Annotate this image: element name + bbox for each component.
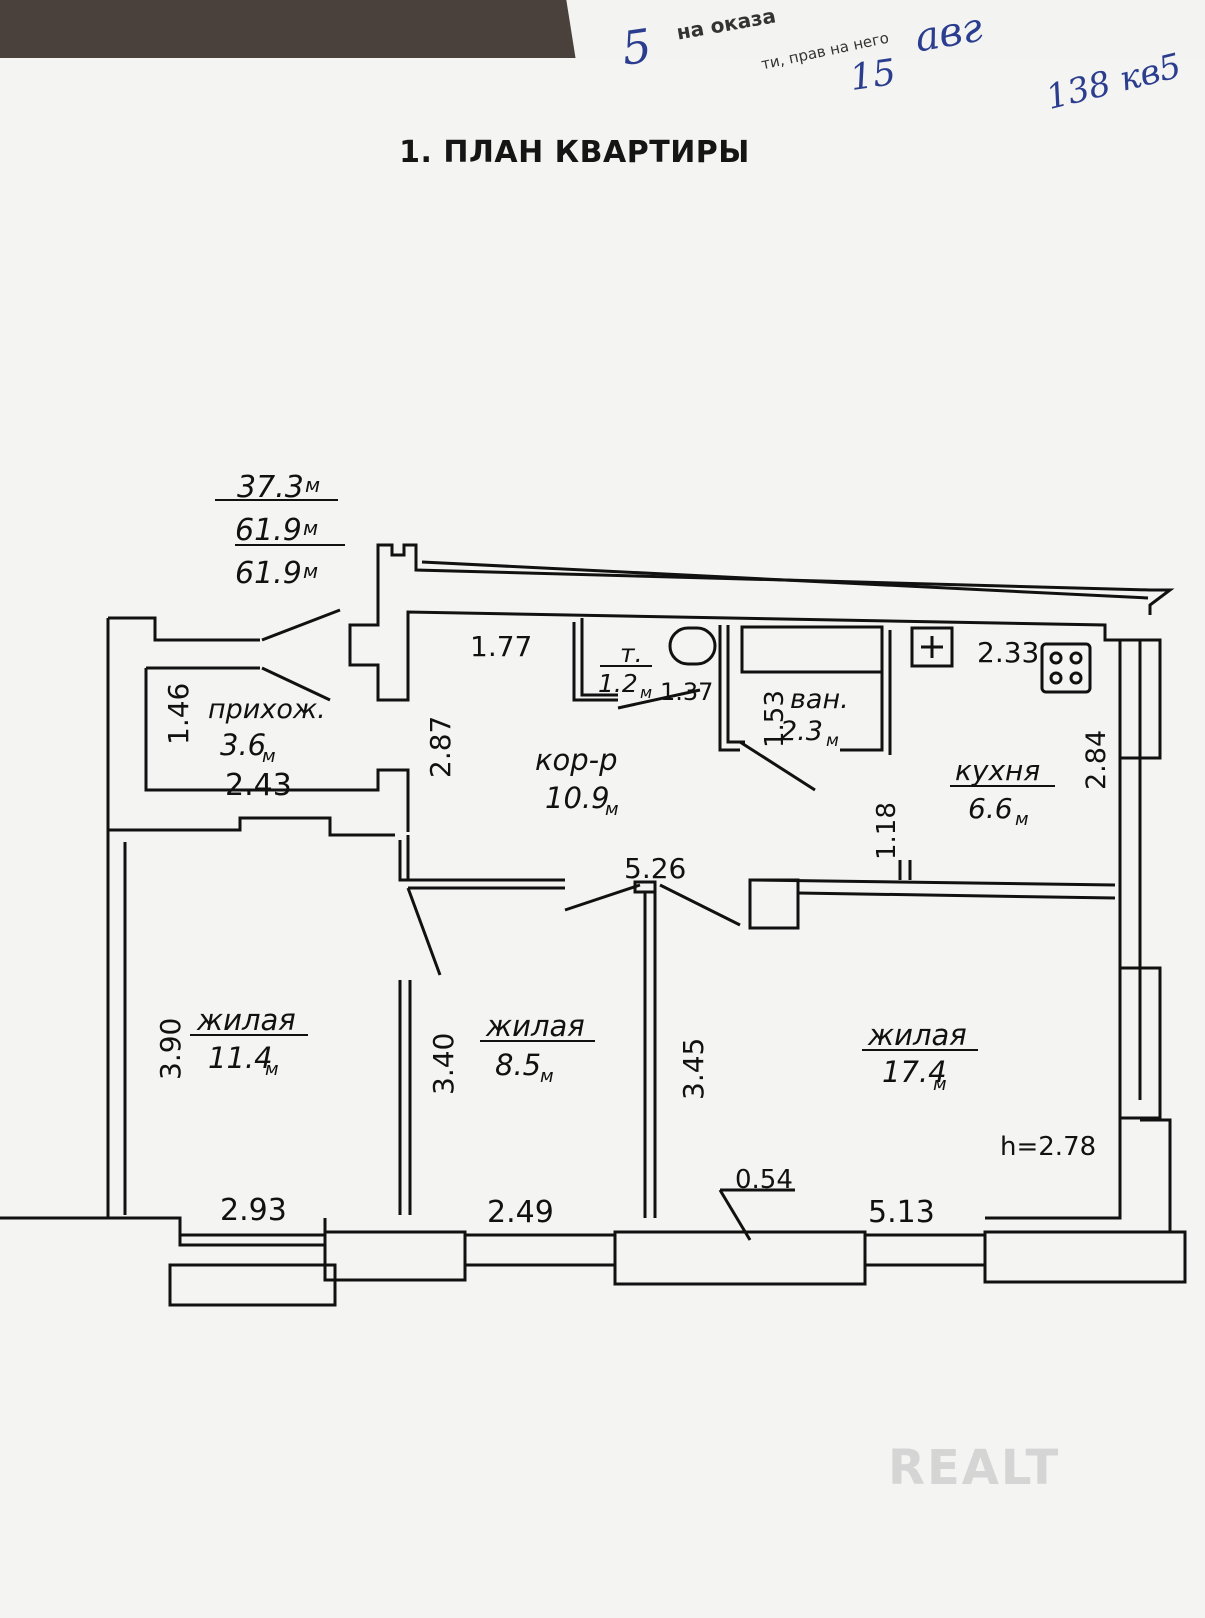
- room-unit-toilet: м: [640, 683, 652, 702]
- dim-corridor-height: 2.87: [424, 716, 457, 778]
- area-overall-unit: м: [303, 559, 318, 583]
- walls: [0, 543, 1187, 1307]
- room-labels: прихож. 3.6 м т. 1.2 м ван. 2.3 м кор-р …: [190, 639, 1055, 1095]
- room-unit-living-2: м: [540, 1066, 554, 1087]
- floor-plan-sheet: [0, 58, 1205, 1618]
- page-title: 1. ПЛАН КВАРТИРЫ: [399, 135, 750, 170]
- room-area-hall: 3.6: [220, 728, 266, 762]
- room-area-living-1: 11.4: [208, 1041, 273, 1075]
- dim-room1-height: 3.90: [154, 1018, 187, 1080]
- room-area-living-3: 17.4: [882, 1055, 947, 1089]
- dim-kitchen-gap: 1.18: [872, 802, 902, 860]
- area-summary: 37.3 м 61.9 м 61.9 м: [215, 470, 345, 591]
- room-area-toilet: 1.2: [598, 669, 638, 698]
- room-name-bath: ван.: [790, 684, 849, 715]
- ceiling-height: h=2.78: [1000, 1132, 1096, 1162]
- room-unit-kitchen: м: [1015, 809, 1029, 830]
- room-area-living-2: 8.5: [495, 1048, 541, 1082]
- area-living-unit: м: [305, 473, 320, 497]
- dim-hall-height: 1.46: [162, 683, 195, 745]
- dim-room3-width: 5.13: [868, 1195, 935, 1230]
- room-name-living-1: жилая: [196, 1003, 296, 1037]
- room-unit-corridor: м: [605, 799, 619, 820]
- room-name-living-2: жилая: [485, 1009, 585, 1043]
- dim-corridor-top: 1.77: [470, 630, 532, 663]
- dim-kitchen-width: 2.33: [977, 636, 1039, 669]
- room-name-kitchen: кухня: [955, 754, 1040, 787]
- room-unit-living-3: м: [933, 1074, 947, 1095]
- room-unit-bath: м: [826, 731, 839, 751]
- room-area-bath: 2.3: [780, 716, 823, 747]
- dim-room1-width: 2.93: [220, 1193, 287, 1228]
- dim-room3-height: 3.45: [677, 1038, 710, 1100]
- dimensions: 2.43 1.46 2.87 1.77 1.37 1.53 2.33 2.84 …: [154, 630, 1112, 1230]
- room-area-corridor: 10.9: [545, 781, 610, 815]
- dim-room2-height: 3.40: [427, 1033, 460, 1095]
- area-living-total: 37.3: [237, 470, 304, 505]
- room-name-corridor: кор-р: [535, 743, 618, 777]
- dim-kitchen-height: 2.84: [1081, 730, 1112, 790]
- dim-toilet-width: 1.37: [660, 678, 713, 706]
- room-name-hall: прихож.: [208, 694, 326, 725]
- area-total-unit: м: [303, 516, 318, 540]
- dim-balcony-offset: 0.54: [735, 1165, 793, 1195]
- room-name-toilet: т.: [620, 639, 643, 668]
- room-name-living-3: жилая: [867, 1018, 967, 1052]
- dim-hall-width: 2.43: [225, 768, 292, 803]
- room-area-kitchen: 6.6: [968, 792, 1013, 825]
- dim-bath-height: 1.53: [760, 690, 790, 748]
- dim-room2-width: 2.49: [487, 1195, 554, 1230]
- area-total: 61.9: [235, 513, 302, 548]
- area-overall: 61.9: [235, 556, 302, 591]
- watermark-logo: REALT: [888, 1440, 1061, 1496]
- dim-corridor-width: 5.26: [624, 852, 686, 885]
- room-unit-living-1: м: [265, 1059, 279, 1080]
- room-unit-hall: м: [262, 746, 276, 767]
